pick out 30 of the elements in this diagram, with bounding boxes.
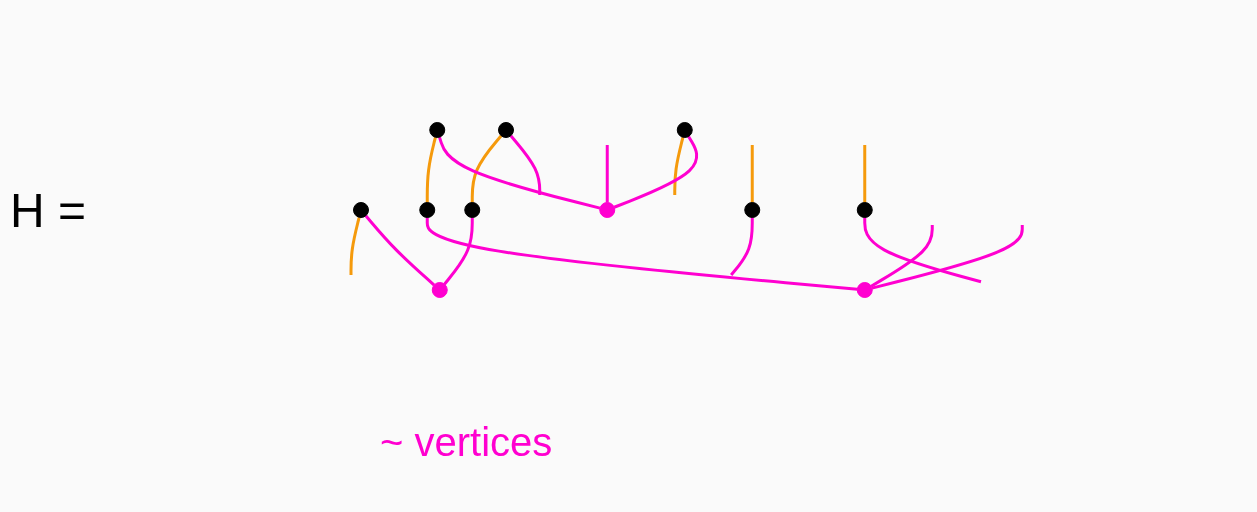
edge-line	[613, 135, 698, 209]
edge-line	[437, 136, 601, 210]
vertex-dot	[599, 202, 616, 218]
note-text: ~ vertices	[380, 420, 554, 465]
edge-line	[605, 145, 609, 203]
edge-line	[349, 216, 361, 275]
vertex-dot	[429, 122, 446, 138]
edge-line	[443, 217, 474, 286]
vertex-dot	[352, 202, 369, 218]
edge-line	[729, 217, 754, 276]
vertex-dot	[497, 122, 514, 138]
vertex-dot	[676, 122, 693, 138]
edge-line	[364, 214, 436, 287]
edge-line	[470, 134, 503, 203]
edge-line	[863, 217, 982, 284]
vertex-dot	[856, 282, 873, 298]
edge-line	[673, 136, 685, 195]
edge-line	[750, 145, 754, 203]
vertex-dot	[464, 202, 481, 218]
edge-line	[509, 134, 542, 195]
vertex-dot	[419, 202, 436, 218]
edge-line	[425, 136, 437, 203]
vertex-dot	[744, 202, 761, 218]
edge-line	[425, 217, 858, 291]
edge-line	[870, 225, 934, 288]
edge-line	[871, 225, 1024, 290]
edge-line	[863, 145, 867, 203]
vertex-dot	[431, 282, 448, 298]
equation-label: H =	[10, 182, 87, 238]
vertex-dot	[856, 202, 873, 218]
